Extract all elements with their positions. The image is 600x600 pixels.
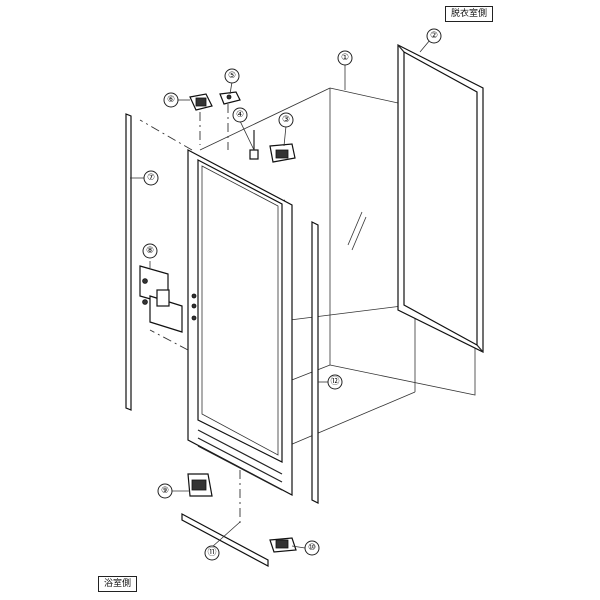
right-seal-strip-part bbox=[311, 221, 319, 504]
callout-7: ⑦ bbox=[143, 170, 159, 186]
svg-text:⑧: ⑧ bbox=[146, 246, 154, 256]
callout-4: ④ bbox=[232, 107, 248, 123]
callout-6: ⑥ bbox=[163, 92, 179, 108]
svg-text:⑫: ⑫ bbox=[330, 376, 339, 387]
top-hinge-part bbox=[189, 93, 213, 145]
upper-hinge-bracket-part bbox=[269, 143, 296, 163]
svg-text:⑦: ⑦ bbox=[147, 173, 155, 183]
rear-frame-part bbox=[397, 44, 484, 353]
bottom-hinge-part bbox=[187, 473, 213, 497]
callout-12: ⑫ bbox=[327, 374, 343, 390]
svg-text:⑨: ⑨ bbox=[161, 486, 169, 496]
bottom-sweep-part bbox=[181, 512, 269, 568]
leader-lines bbox=[130, 39, 431, 549]
callout-9: ⑨ bbox=[157, 483, 173, 499]
svg-text:①: ① bbox=[341, 53, 349, 63]
callout-1: ① bbox=[337, 50, 353, 66]
screw-block-part bbox=[219, 91, 241, 150]
handle-bracket-part bbox=[139, 265, 183, 333]
svg-text:⑩: ⑩ bbox=[308, 543, 316, 553]
handle-screw bbox=[191, 315, 197, 321]
svg-text:③: ③ bbox=[282, 115, 290, 125]
floor-pivot-part bbox=[269, 537, 297, 553]
callout-11: ⑪ bbox=[204, 545, 220, 561]
svg-text:⑤: ⑤ bbox=[228, 71, 236, 81]
handle-screw bbox=[191, 303, 197, 309]
svg-text:②: ② bbox=[430, 31, 438, 41]
left-seal-strip-part bbox=[125, 113, 132, 411]
callout-2: ② bbox=[426, 28, 442, 44]
bathroom-side-label: 浴室側 bbox=[98, 576, 138, 592]
callout-3: ③ bbox=[278, 112, 294, 128]
door-panel bbox=[139, 119, 293, 525]
callout-10: ⑩ bbox=[304, 540, 320, 556]
handle-screw bbox=[191, 293, 197, 299]
svg-text:④: ④ bbox=[236, 110, 244, 120]
changing-room-side-label: 脱衣室側 bbox=[445, 6, 494, 22]
callout-8: ⑧ bbox=[142, 243, 158, 259]
callout-5: ⑤ bbox=[224, 68, 240, 84]
svg-text:⑪: ⑪ bbox=[207, 547, 216, 558]
svg-text:⑥: ⑥ bbox=[167, 95, 175, 105]
